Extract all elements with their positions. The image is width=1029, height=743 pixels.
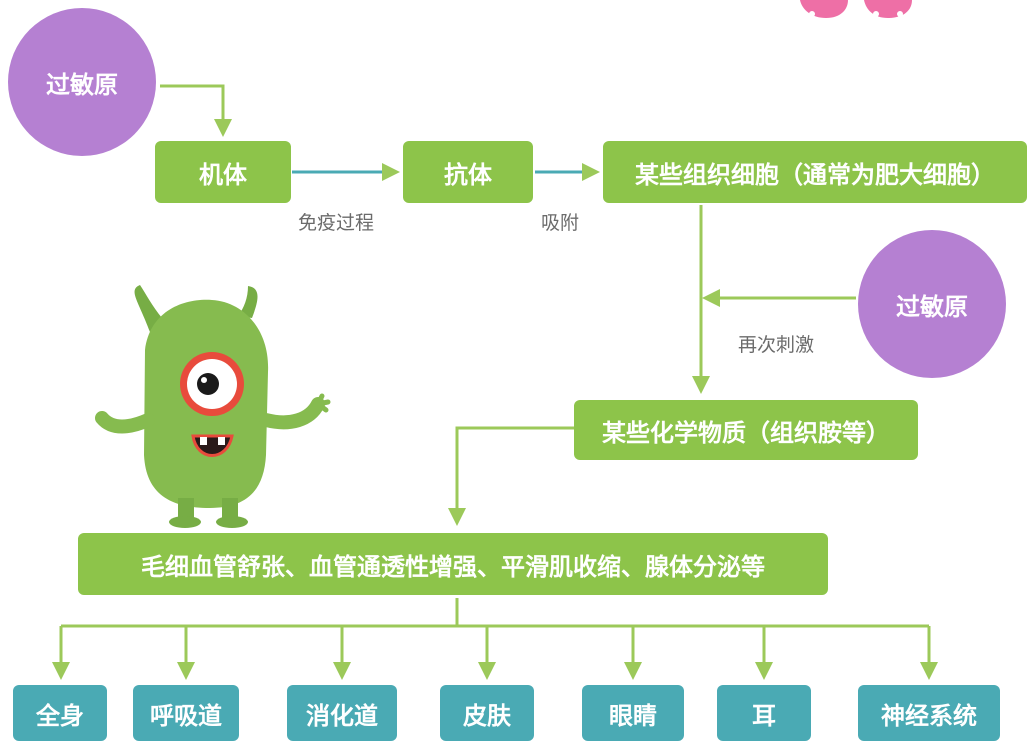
target-digestive-tract: 消化道: [287, 685, 397, 741]
target-label: 消化道: [306, 701, 378, 730]
effects-node: 毛细血管舒张、血管通透性增强、平滑肌收缩、腺体分泌等: [78, 533, 828, 595]
target-label: 全身: [36, 701, 84, 730]
target-label: 神经系统: [881, 701, 977, 730]
tissue-cells-node: 某些组织细胞（通常为肥大细胞）: [603, 141, 1027, 203]
arrow-allergen-to-body: [160, 84, 232, 137]
chemicals-label: 某些化学物质（组织胺等）: [602, 418, 890, 447]
target-ears: 耳: [717, 685, 811, 741]
allergen-top-label: 过敏原: [46, 70, 118, 99]
target-whole-body: 全身: [13, 685, 107, 741]
immune-process-label: 免疫过程: [298, 212, 375, 234]
pink-character-feet-icon: [800, 0, 912, 18]
chemicals-node: 某些化学物质（组织胺等）: [574, 400, 918, 460]
antibody-node: 抗体: [403, 141, 533, 203]
target-label: 皮肤: [463, 701, 511, 730]
tissue-cells-label: 某些组织细胞（通常为肥大细胞）: [635, 160, 995, 189]
allergen-top-node: 过敏原: [8, 8, 156, 156]
target-respiratory-tract: 呼吸道: [133, 685, 239, 741]
body-node: 机体: [155, 141, 291, 203]
target-branch-lines: [52, 598, 938, 680]
allergen-right-node: 过敏原: [858, 230, 1006, 378]
target-label: 眼睛: [609, 701, 657, 730]
target-label: 耳: [752, 701, 776, 730]
arrow-chemicals-to-effects: [448, 426, 575, 526]
target-eyes: 眼睛: [582, 685, 684, 741]
target-nervous-system: 神经系统: [858, 685, 1000, 741]
antibody-label: 抗体: [444, 160, 492, 189]
green-monster-mascot-icon: [95, 285, 331, 528]
restimulation-label: 再次刺激: [738, 334, 815, 356]
effects-label: 毛细血管舒张、血管通透性增强、平滑肌收缩、腺体分泌等: [141, 552, 765, 581]
body-label: 机体: [199, 160, 247, 189]
target-skin: 皮肤: [440, 685, 534, 741]
adsorption-label: 吸附: [541, 212, 580, 234]
allergen-right-label: 过敏原: [896, 292, 968, 321]
target-label: 呼吸道: [150, 701, 222, 730]
